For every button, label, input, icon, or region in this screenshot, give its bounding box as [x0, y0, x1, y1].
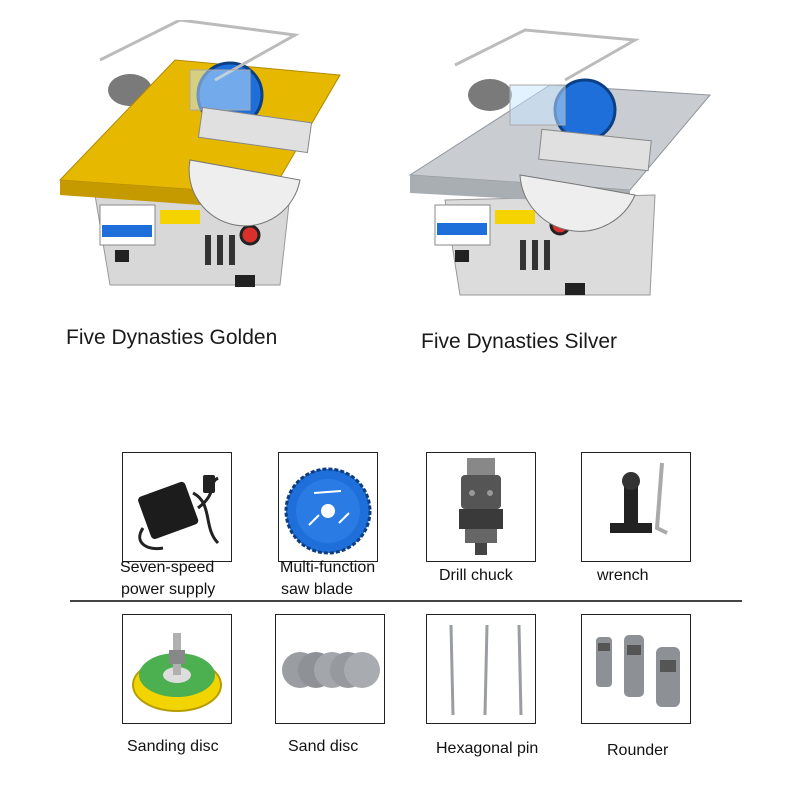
- saw-blade-icon: [284, 467, 372, 555]
- wrench-icon: [610, 462, 668, 535]
- hexagonal-pin-label: Hexagonal pin: [436, 740, 539, 757]
- sanding-disc-box: [122, 614, 232, 724]
- hexagonal-pin-icon: [449, 624, 523, 716]
- drill-chuck-icon: [459, 458, 503, 555]
- rounder-box: [581, 614, 691, 724]
- saw-blade-box: [278, 452, 378, 562]
- power-supply-box: [122, 452, 232, 562]
- sand-disc-label: Sand disc: [288, 738, 359, 755]
- hexagonal-pin-box: [426, 614, 536, 724]
- saw-blade-label-line1: Multi-function: [280, 559, 376, 576]
- silver-product-caption: Five Dynasties Silver: [421, 330, 618, 353]
- sanding-disc-icon: [132, 633, 222, 712]
- sand-disc-box: [275, 614, 385, 724]
- power-supply-label-line2: power supply: [121, 581, 216, 598]
- section-divider: [70, 600, 742, 602]
- power-supply-label-line1: Seven-speed: [120, 559, 215, 576]
- rounder-label: Rounder: [607, 742, 669, 759]
- golden-table-saw-image: [40, 20, 370, 300]
- power-supply-icon: [138, 475, 220, 551]
- sand-disc-icon: [282, 652, 380, 688]
- drill-chuck-box: [426, 452, 536, 562]
- drill-chuck-label: Drill chuck: [439, 567, 513, 584]
- sanding-disc-label: Sanding disc: [127, 738, 219, 755]
- wrench-label: wrench: [597, 567, 649, 584]
- wrench-box: [581, 452, 691, 562]
- rounder-icon: [596, 635, 680, 707]
- golden-product-caption: Five Dynasties Golden: [66, 326, 278, 349]
- saw-blade-label-line2: saw blade: [281, 581, 354, 598]
- silver-table-saw-image: [400, 25, 730, 310]
